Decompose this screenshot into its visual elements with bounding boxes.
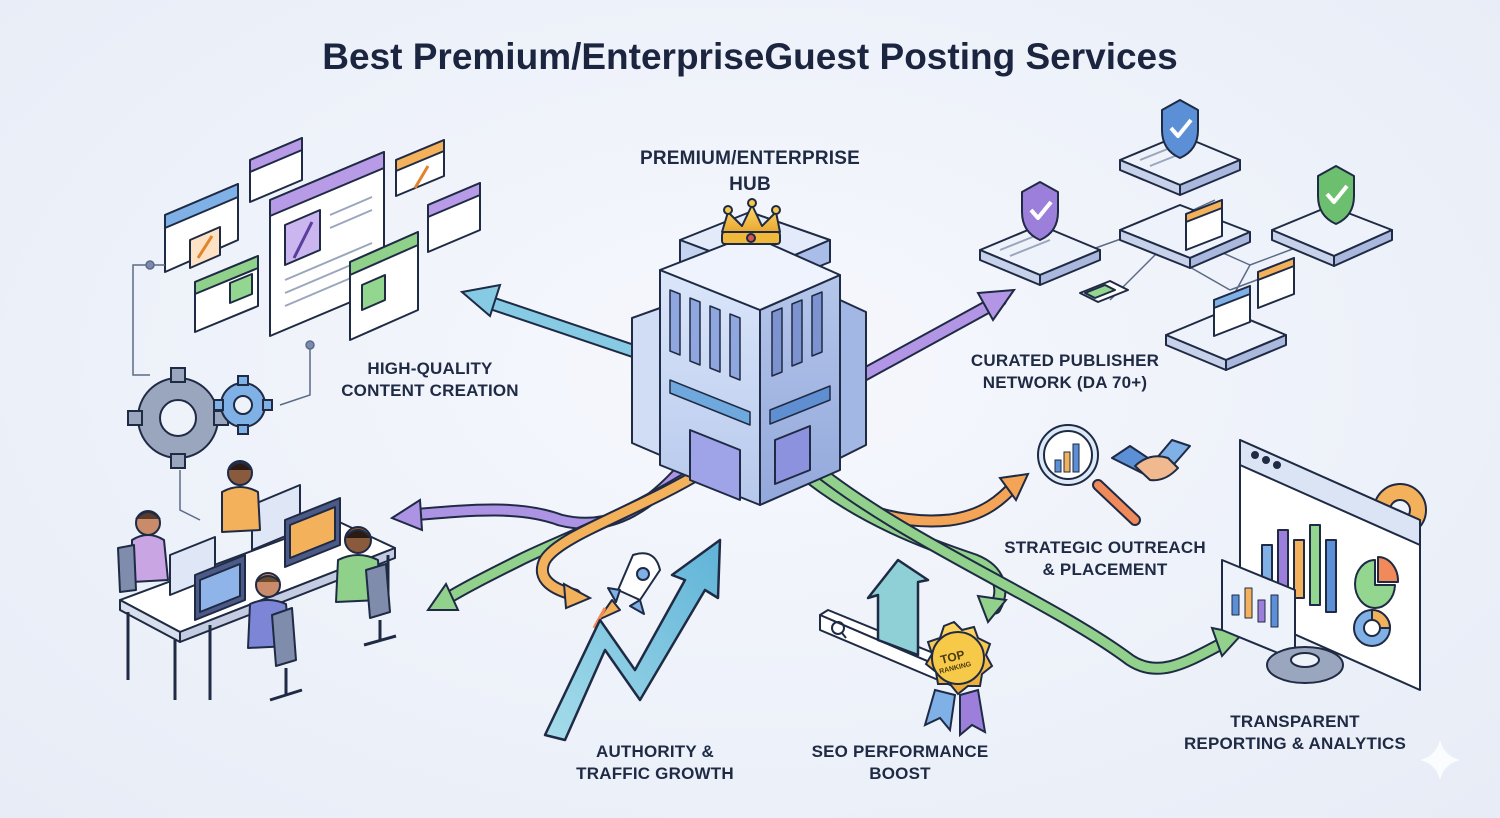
content-documents [164,137,481,341]
content-label-line1: HIGH-QUALITY [367,359,493,378]
arrow-to-reporting [798,453,1244,675]
authority-label: AUTHORITY & TRAFFIC GROWTH [550,741,760,785]
arrow-to-network [838,288,1017,392]
seo-up-arrow [866,558,930,657]
content-creation-label: HIGH-QUALITY CONTENT CREATION [320,358,540,402]
sparkle-icon [1420,740,1460,780]
content-label-line2: CONTENT CREATION [341,381,519,400]
hub-label-line2: HUB [729,174,771,195]
content-connectors [132,260,315,521]
magnifier-chart-icon [1037,424,1141,526]
network-label-line1: CURATED PUBLISHER [970,351,1160,370]
seo-label-line2: BOOST [869,764,931,783]
seo-label-line1: SEO PERFORMANCE [811,742,989,761]
outreach-label: STRATEGIC OUTREACH & PLACEMENT [990,537,1220,581]
page-title: Best Premium/EnterpriseGuest Posting Ser… [322,36,1178,77]
seo-label: SEO PERFORMANCE BOOST [795,741,1005,785]
gear-icon [1266,646,1344,684]
reporting-label-line1: TRANSPARENT [1230,712,1360,731]
reporting-label: TRANSPARENT REPORTING & ANALYTICS [1170,711,1420,755]
reporting-label-line2: REPORTING & ANALYTICS [1183,734,1407,753]
arrow-to-rocket [535,463,712,610]
top-ranking-badge-icon [923,620,994,738]
shield-check-icon [1317,165,1355,225]
hub-label: PREMIUM/ENTERPRISE HUB [600,146,900,198]
team-workstation-icon [117,460,397,702]
outreach-label-line1: STRATEGIC OUTREACH [1004,538,1206,557]
outreach-label-line2: & PLACEMENT [1042,560,1168,579]
publisher-network [979,99,1393,371]
shield-check-icon [1021,181,1059,241]
gear-icon [127,367,273,469]
network-label-line2: NETWORK (DA 70+) [982,373,1148,392]
arrow-to-content [459,283,667,367]
shield-check-icon [1161,99,1199,159]
handshake-icon [1111,439,1191,482]
hub-label-line1: PREMIUM/ENTERPRISE [639,148,860,169]
hub-building [631,198,867,506]
dashboard-chart-icon [1221,439,1427,691]
crown-icon [721,198,781,245]
rocket-icon [592,552,661,629]
publisher-network-label: CURATED PUBLISHER NETWORK (DA 70+) [955,350,1175,394]
authority-label-line2: TRAFFIC GROWTH [576,764,734,783]
authority-label-line1: AUTHORITY & [595,742,715,761]
document-icon [164,183,239,273]
growth-arrow-icon [543,538,722,742]
